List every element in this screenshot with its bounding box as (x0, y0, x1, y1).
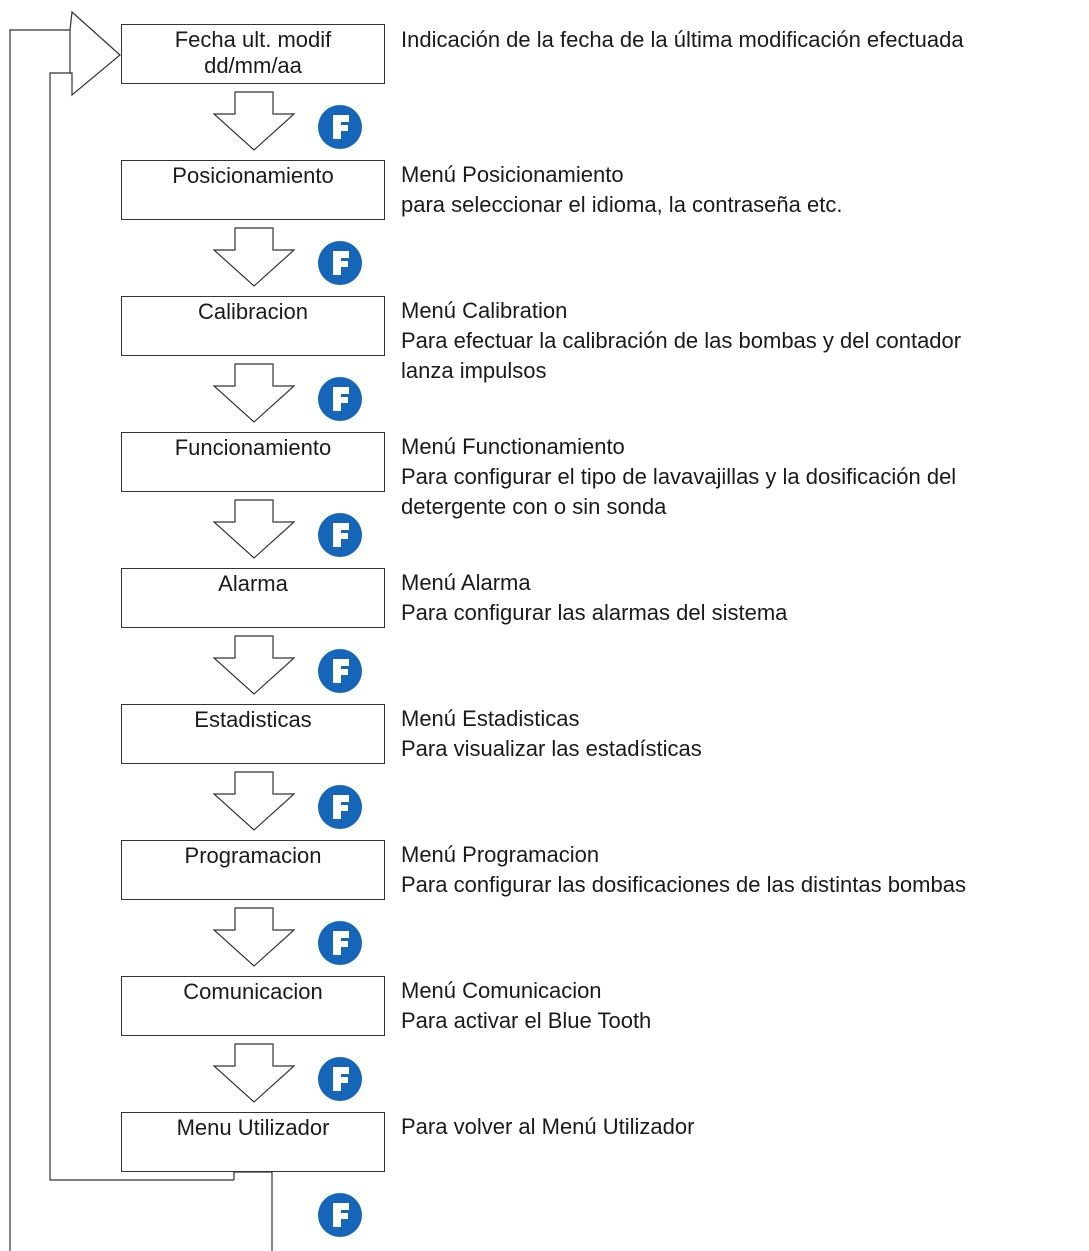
description-line: detergente con o sin sonda (401, 494, 667, 519)
step-label: Menu Utilizador (176, 1115, 330, 1140)
description-line: Menú Estadisticas (401, 706, 580, 731)
step-box-4: Funcionamiento (121, 432, 385, 492)
down-arrow-icon (212, 907, 296, 967)
description-line: Para configurar el tipo de lavavajillas … (401, 464, 957, 489)
step-label: Posicionamiento (172, 163, 334, 188)
down-arrow-icon (212, 1043, 296, 1103)
step-label: Programacion (184, 843, 322, 868)
step-box-9: Menu Utilizador (121, 1112, 385, 1172)
down-arrow-icon (212, 499, 296, 559)
down-arrow-icon (212, 227, 296, 287)
step-box-7: Programacion (121, 840, 385, 900)
description-line: Menú Comunicacion (401, 978, 602, 1003)
exit-stem-line (233, 1171, 273, 1251)
f-key-icon (318, 649, 362, 693)
step-box-6: Estadisticas (121, 704, 385, 764)
f-key-icon (318, 1057, 362, 1101)
f-key-icon (318, 921, 362, 965)
description-line: Indicación de la fecha de la última modi… (401, 27, 964, 52)
step-description-9: Para volver al Menú Utilizador (401, 1112, 694, 1142)
step-box-2: Posicionamiento (121, 160, 385, 220)
f-key-icon (318, 377, 362, 421)
description-line: Para activar el Blue Tooth (401, 1008, 652, 1033)
step-box-5: Alarma (121, 568, 385, 628)
step-box-3: Calibracion (121, 296, 385, 356)
description-line: Menú Posicionamiento (401, 162, 624, 187)
step-description-1: Indicación de la fecha de la última modi… (401, 25, 964, 55)
description-line: Menú Functionamiento (401, 434, 625, 459)
description-line: Menú Alarma (401, 570, 531, 595)
description-line: Para visualizar las estadísticas (401, 736, 702, 761)
down-arrow-icon (212, 635, 296, 695)
step-label: Calibracion (197, 299, 309, 324)
step-label: Funcionamiento (174, 435, 332, 460)
step-label: Fecha ult. modif (174, 27, 332, 52)
description-line: Para configurar las alarmas del sistema (401, 600, 788, 625)
f-key-icon (318, 105, 362, 149)
description-line: Para configurar las dosificaciones de la… (401, 872, 966, 897)
step-description-2: Menú Posicionamiento para seleccionar el … (401, 160, 842, 220)
description-line: lanza impulsos (401, 358, 547, 383)
down-arrow-icon (212, 363, 296, 423)
step-label: dd/mm/aa (204, 53, 302, 78)
step-label: Estadisticas (194, 707, 312, 732)
entry-arrow (69, 10, 121, 97)
f-key-icon (318, 785, 362, 829)
step-label: Alarma (218, 571, 288, 596)
description-line: Para volver al Menú Utilizador (401, 1114, 695, 1139)
f-key-icon (318, 241, 362, 285)
description-line: Menú Programacion (401, 842, 600, 867)
f-key-icon (318, 513, 362, 557)
f-key-icon (318, 1193, 362, 1237)
loop-inner-line (49, 72, 234, 1181)
step-box-8: Comunicacion (121, 976, 385, 1036)
step-label: Comunicacion (183, 979, 323, 1004)
description-line: Menú Calibration (401, 298, 568, 323)
description-line: Para efectuar la calibración de las bomb… (401, 328, 962, 353)
description-line: para seleccionar el idioma, la contraseñ… (401, 192, 843, 217)
down-arrow-icon (212, 91, 296, 151)
loop-outer-line (9, 29, 70, 1251)
down-arrow-icon (212, 771, 296, 831)
